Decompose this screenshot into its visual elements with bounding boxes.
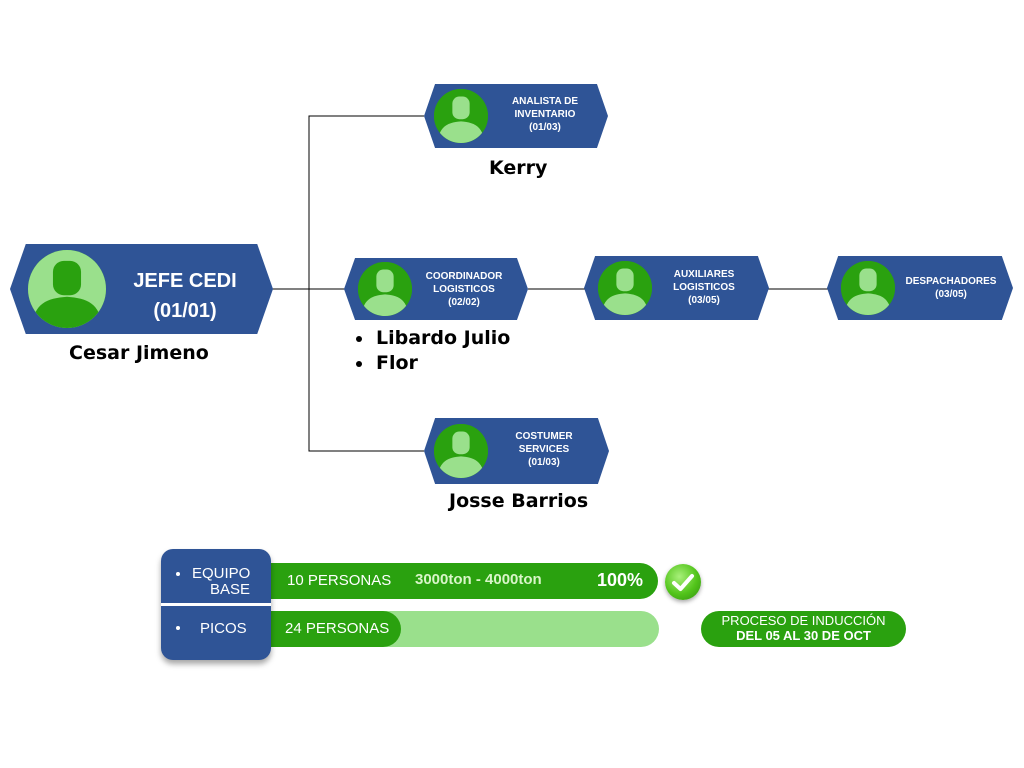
- customer-service-person-name: Josse Barrios: [449, 490, 589, 512]
- node-auxiliares-logisticos: AUXILIARES LOGISTICOS (03/05): [584, 256, 769, 320]
- chief-name: Cesar Jimeno: [69, 342, 209, 364]
- team-peaks-fill: [268, 611, 401, 647]
- team-peaks-people: 24 PERSONAS: [285, 620, 390, 637]
- induction-line2: DEL 05 AL 30 DE OCT: [736, 628, 871, 643]
- person-avatar-icon: [598, 261, 652, 315]
- node-analista-inventario: ANALISTA DE INVENTARIO (01/03): [424, 84, 608, 148]
- induction-line1: PROCESO DE INDUCCIÓN: [721, 613, 886, 628]
- node-analista-inventario-title: ANALISTA DE INVENTARIO (01/03): [511, 96, 579, 133]
- node-costumer-services: COSTUMER SERVICES (01/03): [424, 418, 609, 484]
- node-despachadores-title: DESPACHADORES (03/05): [905, 276, 997, 300]
- induction-badge: PROCESO DE INDUCCIÓN DEL 05 AL 30 DE OCT: [701, 611, 906, 647]
- team-peaks-bullet: [176, 626, 180, 630]
- list-item: Flor: [354, 351, 510, 376]
- team-peaks-label: PICOS: [200, 620, 247, 637]
- check-icon: [665, 564, 701, 600]
- team-panel-divider: [161, 603, 271, 606]
- person-avatar-icon: [434, 89, 488, 143]
- person-avatar-icon: [841, 261, 895, 315]
- person-avatar-icon: [358, 262, 412, 316]
- connector-vertical-trunk: [308, 115, 424, 452]
- node-despachadores: DESPACHADORES (03/05): [827, 256, 1013, 320]
- team-base-label: EQUIPO BASE: [192, 565, 251, 598]
- team-base-people: 10 PERSONAS: [287, 572, 392, 589]
- team-base-percent: 100%: [597, 570, 644, 590]
- node-auxiliares-logisticos-title: AUXILIARES LOGISTICOS (03/05): [673, 269, 735, 306]
- team-base-tonnage: 3000ton - 4000ton: [415, 571, 542, 588]
- node-coordinador-logisticos: COORDINADOR LOGISTICOS (02/02): [344, 258, 528, 320]
- team-base-bullet: [176, 572, 180, 576]
- node-costumer-services-title: COSTUMER SERVICES (01/03): [515, 431, 573, 468]
- node-jefe-cedi: JEFE CEDI (01/01): [10, 244, 273, 334]
- person-avatar-icon: [434, 424, 488, 478]
- node-coordinador-logisticos-title: COORDINADOR LOGISTICOS (02/02): [425, 271, 503, 308]
- person-avatar-icon: [28, 250, 106, 328]
- team-base-bar: [268, 563, 658, 599]
- coordinator-people-list: Libardo Julio Flor: [354, 326, 510, 376]
- list-item: Libardo Julio: [354, 326, 510, 351]
- inventory-person-name: Kerry: [489, 157, 548, 179]
- node-jefe-cedi-title: JEFE CEDI (01/01): [133, 270, 237, 322]
